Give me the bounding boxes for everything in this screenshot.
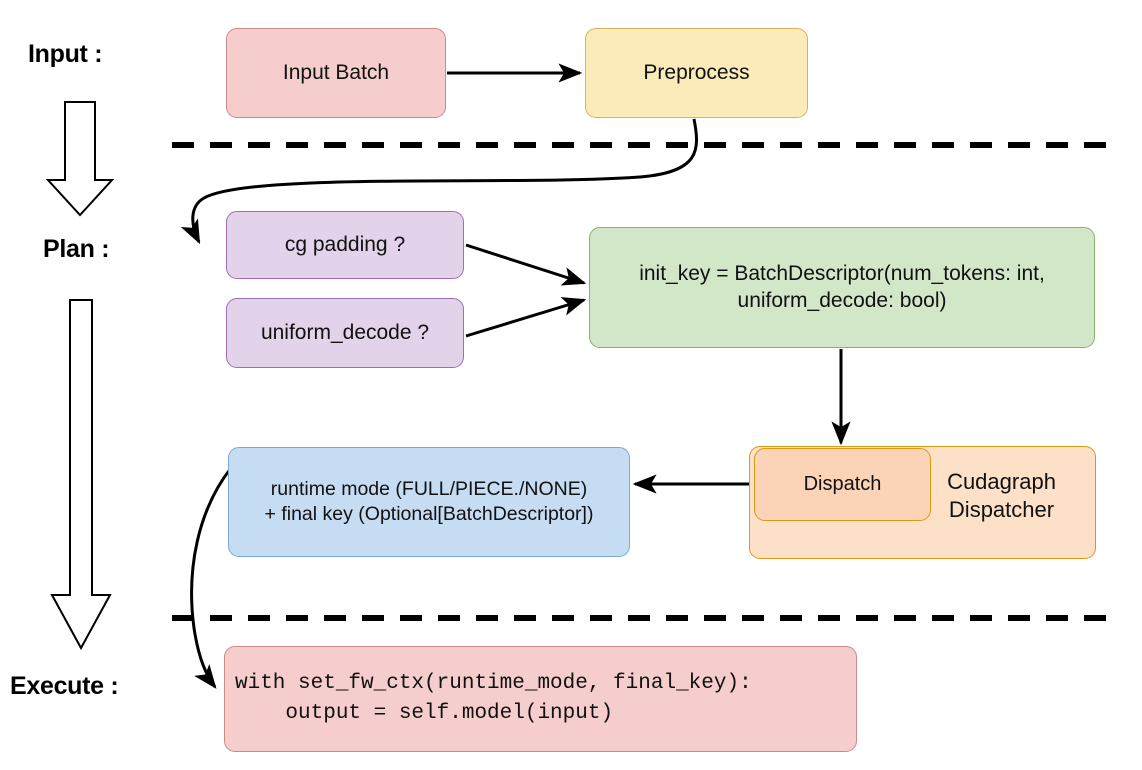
execute-code-line1: with set_fw_ctx(runtime_mode, final_key)… [235, 671, 752, 695]
input-batch-label: Input Batch [282, 60, 390, 84]
cudagraph-dispatcher-title: Cudagraph Dispatcher [918, 468, 1085, 523]
stage-label-input: Input : [28, 40, 103, 68]
init-key-label-line1: init_key = BatchDescriptor(num_tokens: i… [639, 261, 1045, 285]
stage-arrow-plan-to-execute [50, 299, 112, 651]
init-key-batchdescriptor-node[interactable]: init_key = BatchDescriptor(num_tokens: i… [589, 227, 1095, 348]
edge-cg-padding-to-init-key [465, 243, 587, 286]
execute-code-node[interactable]: with set_fw_ctx(runtime_mode, final_key)… [224, 646, 857, 752]
uniform-decode-node[interactable]: uniform_decode ? [226, 298, 464, 368]
runtime-mode-node[interactable]: runtime mode (FULL/PIECE./NONE) + final … [228, 447, 630, 557]
cg-padding-node[interactable]: cg padding ? [226, 211, 464, 279]
dispatch-node[interactable]: Dispatch [754, 448, 931, 521]
runtime-mode-label-line2: + final key (Optional[BatchDescriptor]) [264, 503, 594, 525]
init-key-label-line2: uniform_decode: bool) [737, 288, 947, 312]
runtime-mode-label-line1: runtime mode (FULL/PIECE./NONE) [270, 478, 588, 501]
cudagraph-dispatcher-label-line2: Dispatcher [948, 496, 1055, 522]
stage-label-plan: Plan : [43, 235, 110, 263]
stage-label-execute: Execute : [10, 672, 119, 700]
preprocess-node[interactable]: Preprocess [585, 28, 808, 118]
uniform-decode-label: uniform_decode ? [260, 320, 430, 344]
cudagraph-dispatcher-label-line1: Cudagraph [947, 469, 1056, 494]
cg-padding-label: cg padding ? [284, 232, 406, 256]
preprocess-label: Preprocess [643, 60, 750, 84]
dispatch-label: Dispatch [803, 472, 882, 495]
edge-uniform-decode-to-init-key [465, 297, 587, 338]
input-batch-node[interactable]: Input Batch [226, 28, 446, 118]
stage-arrow-input-to-plan [45, 101, 115, 217]
execute-code-block: with set_fw_ctx(runtime_mode, final_key)… [235, 669, 752, 730]
execute-code-line2: output = self.model(input) [235, 702, 614, 725]
